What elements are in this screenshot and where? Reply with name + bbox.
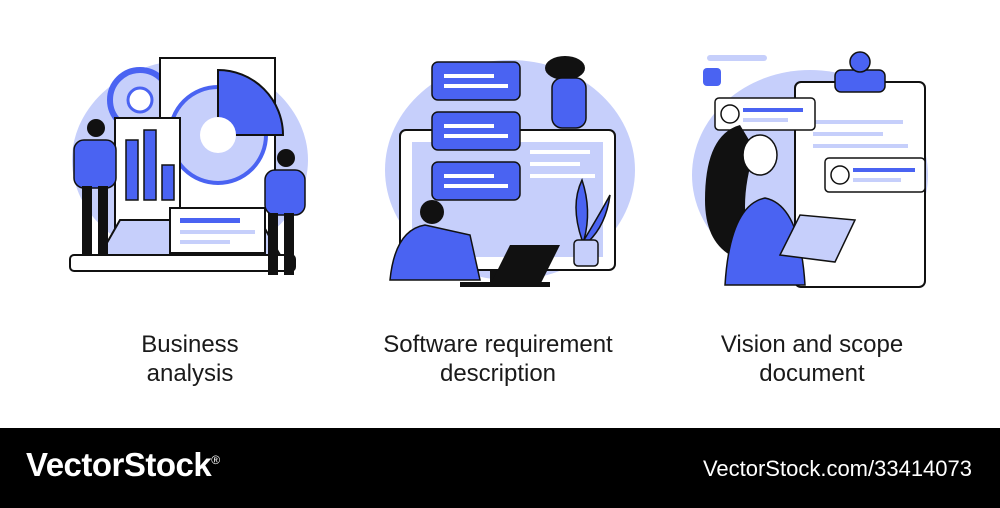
caption-line: description [439, 360, 557, 387]
person-icon [389, 200, 481, 281]
watermark-footer: VectorStock® VectorStock.com/33414073 [0, 428, 1000, 508]
person-icon [705, 125, 806, 286]
caption-line: Software requirement [383, 331, 613, 358]
person-icon [264, 149, 306, 275]
brand-name: VectorStock [26, 446, 212, 483]
avatar-icon [720, 104, 740, 124]
vision-scope-illustration [685, 40, 955, 310]
brand-registered-mark: ® [211, 453, 220, 467]
illustration-stage: Business analysis Software requirement d… [40, 40, 962, 388]
message-card-icon [431, 111, 521, 151]
message-card-icon [431, 61, 521, 101]
image-id: VectorStock.com/33414073 [702, 456, 972, 481]
software-requirement-illustration [370, 40, 640, 310]
tablet-icon [778, 214, 857, 263]
plant-icon [573, 178, 611, 267]
laptop-icon [460, 245, 560, 287]
person-icon [73, 119, 117, 256]
caption-software-requirement: Software requirement description [348, 330, 648, 388]
person-icon [545, 56, 587, 129]
avatar-icon [830, 165, 850, 185]
caption-line: Business [141, 331, 239, 358]
bar-chart-icon [125, 129, 175, 201]
pie-chart-icon [168, 68, 285, 185]
caption-line: analysis [146, 360, 234, 387]
bell-icon [703, 68, 721, 86]
caption-business-analysis: Business analysis [40, 330, 340, 388]
caption-vision-scope: Vision and scope document [662, 330, 962, 388]
caption-line: document [759, 360, 865, 387]
caption-line: Vision and scope [720, 331, 904, 358]
message-card-icon [431, 161, 521, 201]
brand-logo: VectorStock® [26, 446, 220, 484]
business-analysis-illustration [60, 40, 330, 310]
